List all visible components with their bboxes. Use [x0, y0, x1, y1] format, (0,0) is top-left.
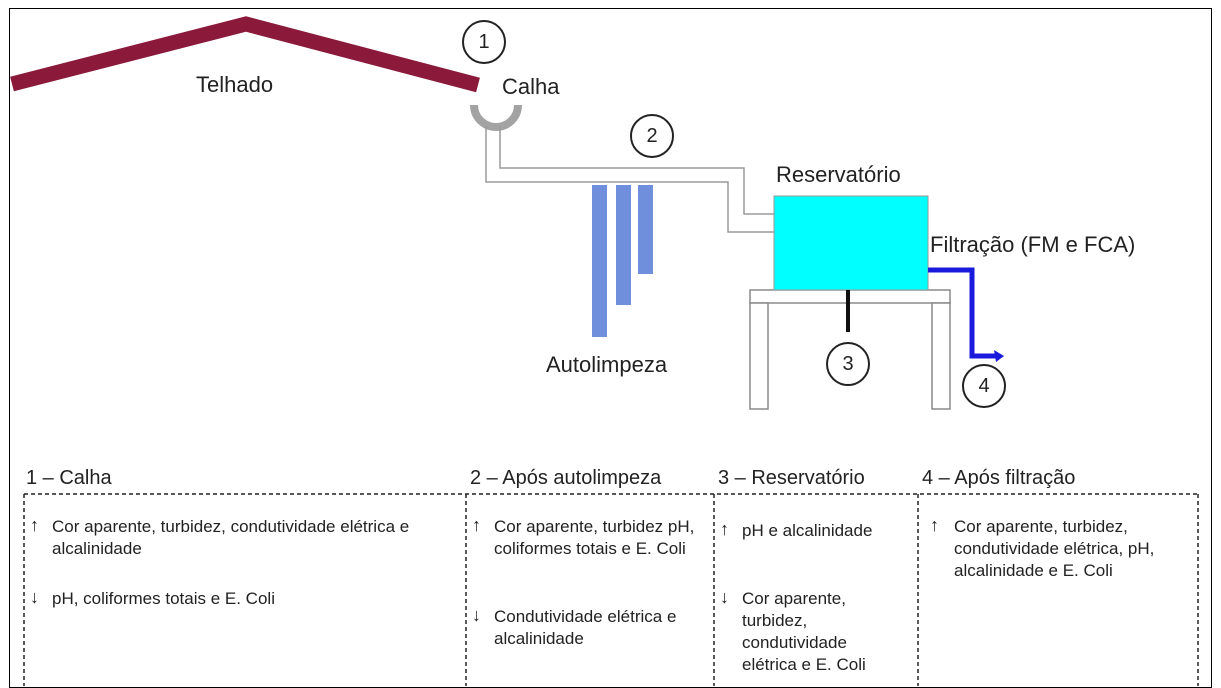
table-cell-2-increase: Cor aparente, turbidez pH, coliformes to… — [494, 517, 695, 558]
table-cell-4-increase: Cor aparente, turbidez, condutividade el… — [954, 517, 1155, 580]
label-roof: Telhado — [196, 72, 274, 97]
table-cell-3-decrease: Cor aparente, turbidez, condutividade el… — [742, 589, 866, 674]
table-header-4: 4 – Após filtração — [922, 467, 1076, 489]
decrease-arrow-icon: ↓ — [30, 587, 39, 607]
point-marker-2: 2 — [630, 114, 674, 158]
table-cell-1-decrease: pH, coliformes totais e E. Coli — [52, 589, 275, 608]
table-header-3: 3 – Reservatório — [718, 467, 865, 489]
point-marker-1: 1 — [462, 20, 506, 64]
decrease-arrow-icon: ↓ — [472, 605, 481, 625]
increase-arrow-icon: ↑ — [930, 515, 939, 535]
stand-leg-left — [749, 302, 769, 410]
point-marker-3: 3 — [826, 342, 870, 386]
increase-arrow-icon: ↑ — [720, 519, 729, 539]
reservoir-tank — [773, 195, 929, 291]
gutter-shape — [470, 104, 522, 131]
table-header-2: 2 – Após autolimpeza — [470, 467, 662, 489]
tap-icon — [994, 350, 1004, 362]
point-marker-4: 4 — [962, 364, 1006, 408]
filter-pipe — [928, 267, 996, 359]
label-reservoir: Reservatório — [776, 162, 901, 187]
increase-arrow-icon: ↑ — [472, 515, 481, 535]
self-cleaning-tube-2 — [616, 185, 631, 305]
pipe-inner — [499, 126, 774, 215]
label-gutter: Calha — [502, 74, 560, 99]
self-cleaning-tube-3 — [638, 185, 653, 274]
increase-arrow-icon: ↑ — [30, 515, 39, 535]
pipe-outer — [485, 126, 774, 233]
roof-shape — [10, 16, 480, 93]
table-cell-1-increase: Cor aparente, turbidez, condutividade el… — [52, 517, 410, 558]
table-header-1: 1 – Calha — [26, 467, 112, 489]
table-cell-2-decrease: Condutividade elétrica e alcalinidade — [494, 607, 677, 648]
self-cleaning-tube-1 — [592, 185, 607, 337]
table-cell-3-increase: pH e alcalinidade — [742, 521, 873, 540]
decrease-arrow-icon: ↓ — [720, 587, 729, 607]
label-filtration: Filtração (FM e FCA) — [930, 232, 1136, 257]
stand-leg-right — [931, 302, 951, 410]
label-self-cleaning: Autolimpeza — [546, 352, 668, 377]
